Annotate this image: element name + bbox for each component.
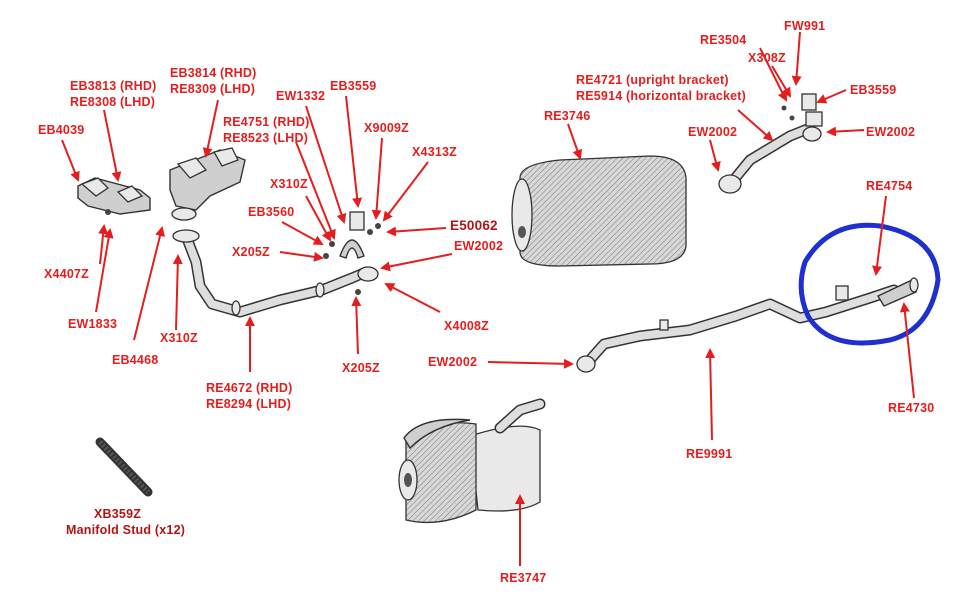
label-re4751: RE4751 (RHD) [223, 115, 310, 129]
pipe-bracket [323, 211, 381, 259]
label-x308z: X308Z [748, 51, 786, 65]
label-re8308: RE8308 (LHD) [70, 95, 156, 109]
label-e50062: E50062 [450, 218, 498, 233]
label-eb3814: EB3814 (RHD) [170, 66, 257, 80]
label-eb4039: EB4039 [38, 123, 85, 137]
label-re3746: RE3746 [544, 109, 591, 123]
front-down-pipe [172, 229, 372, 318]
label-re4721: RE4721 (upright bracket) [576, 73, 729, 87]
label-re4672: RE4672 (RHD) [206, 381, 293, 395]
label-ew2002-top-left: EW2002 [688, 125, 738, 139]
label-re5914: RE5914 (horizontal bracket) [576, 89, 747, 103]
label-x4008z: X4008Z [444, 319, 489, 333]
label-eb3559-right: EB3559 [850, 83, 897, 97]
callout-arrows [61, 31, 915, 566]
label-ew1833: EW1833 [68, 317, 118, 331]
label-x205z-left: X205Z [232, 245, 270, 259]
label-xb359z: XB359Z [94, 507, 142, 521]
intermediate-pipe [718, 93, 823, 194]
label-re4730: RE4730 [888, 401, 935, 415]
label-fw991: FW991 [784, 19, 826, 33]
label-eb3560: EB3560 [248, 205, 295, 219]
label-eb3813: EB3813 (RHD) [70, 79, 157, 93]
label-eb3559-left: EB3559 [330, 79, 377, 93]
label-eb4468: EB4468 [112, 353, 159, 367]
label-ew2002-mid: EW2002 [454, 239, 504, 253]
label-x4313z: X4313Z [412, 145, 457, 159]
label-ew2002-top-right: EW2002 [866, 125, 916, 139]
label-re8309: RE8309 (LHD) [170, 82, 256, 96]
label-ew2002-low: EW2002 [428, 355, 478, 369]
label-ew1332: EW1332 [276, 89, 326, 103]
label-x4407z: X4407Z [44, 267, 89, 281]
label-x310z-bottom: X310Z [160, 331, 198, 345]
pipe-clamp [355, 266, 379, 295]
label-manifold-stud: Manifold Stud (x12) [66, 523, 186, 537]
label-x310z-top: X310Z [270, 177, 308, 191]
rear-silencer [398, 398, 546, 524]
exhaust-manifold-front [77, 177, 151, 215]
manifold-stud [95, 437, 153, 497]
label-re4754: RE4754 [866, 179, 913, 193]
label-re8523: RE8523 (LHD) [223, 131, 309, 145]
rear-pipe [576, 277, 919, 373]
front-silencer [511, 155, 687, 267]
label-re3747: RE3747 [500, 571, 547, 585]
label-x205z-bottom: X205Z [342, 361, 380, 375]
label-x9009z: X9009Z [364, 121, 409, 135]
highlight-circle [798, 222, 941, 346]
label-re3504: RE3504 [700, 33, 747, 47]
label-re8294: RE8294 (LHD) [206, 397, 292, 411]
exhaust-manifold-rear [169, 147, 246, 221]
label-re9991: RE9991 [686, 447, 733, 461]
